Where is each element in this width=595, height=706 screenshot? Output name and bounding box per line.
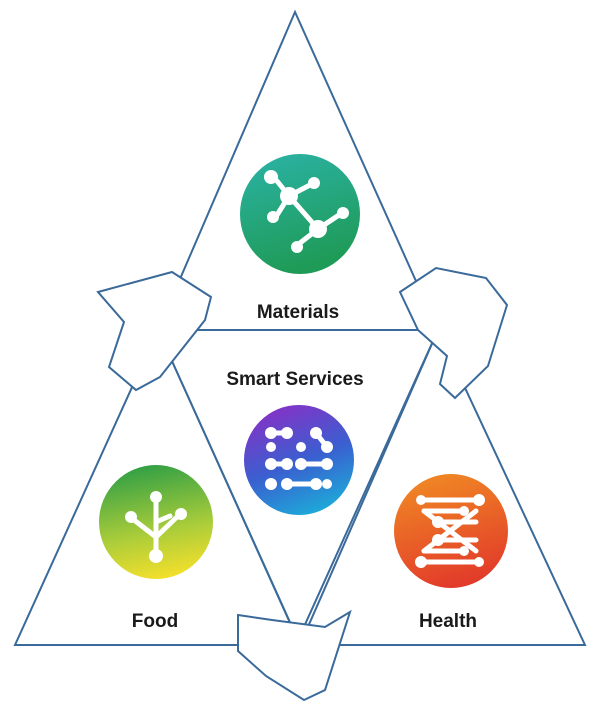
right-cycle-arrow: [398, 266, 509, 400]
health-label: Health: [419, 611, 477, 632]
plant-sprout-icon: [99, 465, 213, 579]
connected-dots-grid-icon: [244, 405, 354, 515]
bottom-cycle-arrow: [237, 609, 352, 702]
left-cycle-arrow: [96, 270, 213, 392]
smart-services-label: Smart Services: [226, 369, 363, 390]
materials-label: Materials: [257, 302, 339, 323]
food-label: Food: [132, 611, 178, 632]
dna-ladder-icon: [394, 474, 508, 588]
molecule-network-icon: [240, 154, 360, 274]
